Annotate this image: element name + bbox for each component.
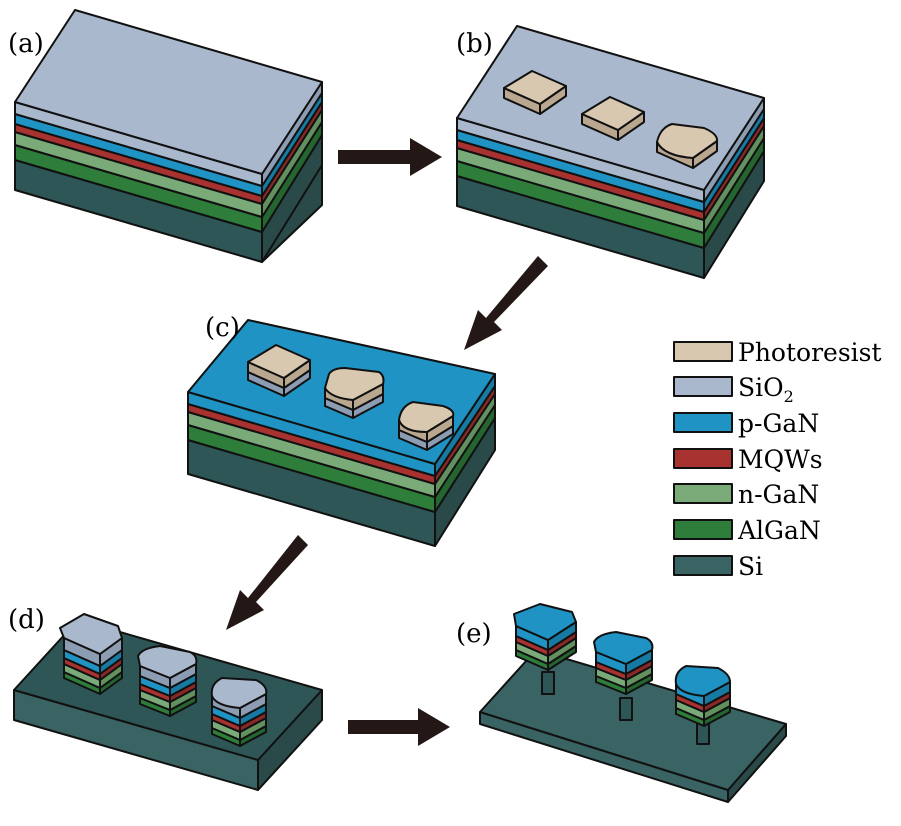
legend-label-mqws: MQWs <box>738 445 823 474</box>
legend-item-ngan: n-GaN <box>673 480 819 509</box>
b-photoresist-pad-2 <box>581 96 645 141</box>
panel-label-e: (e) <box>456 619 492 649</box>
e-stem-2 <box>619 697 633 721</box>
e-cap-2 <box>593 631 654 695</box>
d-mesa-2 <box>137 645 198 717</box>
e-cap-1 <box>513 603 577 671</box>
panel-d: (d) <box>8 605 323 791</box>
arrow-a-to-b <box>338 138 442 176</box>
legend-label-pgan: p-GaN <box>738 409 819 438</box>
d-mesa-1 <box>59 613 123 695</box>
panel-c: (c) <box>187 313 496 547</box>
legend: Photoresist SiO2 p-GaN MQWs n-GaN AlGaN … <box>673 338 882 581</box>
d-mesa-3 <box>210 677 268 747</box>
legend-swatch-si <box>673 555 733 576</box>
legend-swatch-pgan <box>673 412 733 433</box>
legend-swatch-ngan <box>673 483 733 504</box>
a-sio2-top <box>14 9 323 175</box>
legend-swatch-photoresist <box>673 341 733 362</box>
panel-label-b: (b) <box>456 29 493 59</box>
panel-a: (a) <box>8 9 323 263</box>
e-cap-3 <box>674 665 731 727</box>
panel-e: (e) <box>456 603 787 803</box>
legend-swatch-algan <box>673 519 733 540</box>
legend-swatch-mqws <box>673 448 733 469</box>
legend-item-si: Si <box>673 552 763 581</box>
legend-swatch-sio2 <box>673 376 733 397</box>
arrow-c-to-d <box>226 535 308 630</box>
arrow-d-to-e <box>348 708 450 746</box>
panel-label-a: (a) <box>8 29 44 59</box>
legend-item-sio2: SiO2 <box>673 373 794 406</box>
b-photoresist-pad-1 <box>503 70 567 115</box>
legend-label-photoresist: Photoresist <box>738 338 882 367</box>
legend-item-photoresist: Photoresist <box>673 338 882 367</box>
legend-label-algan: AlGaN <box>737 516 821 545</box>
legend-item-algan: AlGaN <box>673 516 821 545</box>
legend-item-mqws: MQWs <box>673 445 823 474</box>
c-pad-3 <box>398 401 455 451</box>
legend-label-sio2: SiO2 <box>738 373 794 406</box>
e-stem-1 <box>541 671 555 695</box>
legend-label-si: Si <box>738 552 763 581</box>
panel-label-d: (d) <box>8 605 45 635</box>
c-pad-2 <box>324 367 385 419</box>
panel-label-c: (c) <box>205 313 240 343</box>
legend-label-ngan: n-GaN <box>738 480 819 509</box>
panel-b: (b) <box>456 25 765 279</box>
c-pad-1 <box>247 344 311 397</box>
legend-item-pgan: p-GaN <box>673 409 819 438</box>
arrow-b-to-c <box>464 256 548 350</box>
b-photoresist-pad-3 <box>656 123 719 169</box>
